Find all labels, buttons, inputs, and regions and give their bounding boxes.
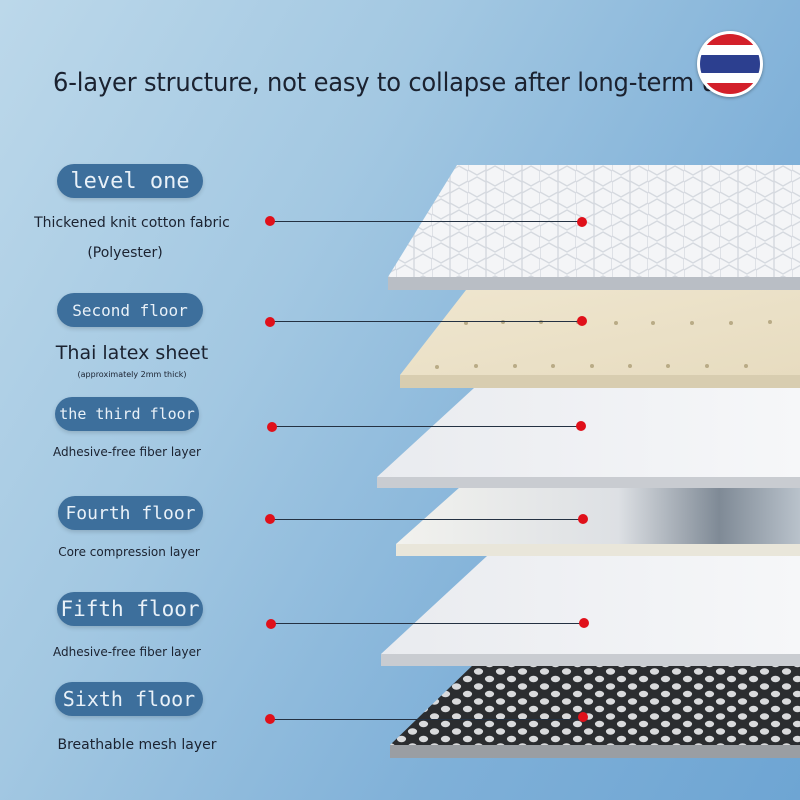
layer-4-dot-right [578,514,588,524]
layer-1-pill: level one [57,164,203,198]
layer-2-description: Thai latex sheet [55,342,209,364]
page-title: 6-layer structure, not easy to collapse … [53,68,744,98]
layer-1-connector-line [270,221,582,222]
layer-1-quilted-top [388,165,800,290]
layer-6-connector-line [270,719,582,720]
layer-3-connector-line [272,426,582,427]
layer-5-dot-right [579,618,589,628]
layer-2-dot-left [265,317,275,327]
layer-5-fiber [381,556,800,666]
layer-3-pill: the third floor [55,397,199,431]
layer-2-latex [400,290,800,388]
layer-3-description: Adhesive-free fiber layer [53,445,201,459]
layer-5-connector-line [271,623,583,624]
layer-1-dot-right [577,217,587,227]
layer-6-mesh [390,664,800,758]
layer-3-dot-right [576,421,586,431]
layer-2-connector-line [270,321,582,322]
layer-4-pill: Fourth floor [58,496,203,530]
layer-4-dot-left [265,514,275,524]
layer-2-label: Second floor [72,300,188,320]
layer-5-label: Fifth floor [60,597,200,621]
thailand-flag-icon [697,31,763,97]
layer-6-label: Sixth floor [62,687,196,711]
layer-2-pill: Second floor [57,293,203,327]
layer-1-description-2: (Polyester) [87,245,163,261]
layer-3-fiber [377,388,800,488]
layer-6-pill: Sixth floor [55,682,203,716]
layer-1-dot-left [265,216,275,226]
layer-4-label: Fourth floor [65,502,196,524]
layer-6-description: Breathable mesh layer [57,737,217,753]
layer-3-label: the third floor [59,405,195,423]
layer-4-description: Core compression layer [58,545,200,559]
layer-5-pill: Fifth floor [57,592,203,626]
layer-5-dot-left [266,619,276,629]
layer-5-description: Adhesive-free fiber layer [53,645,201,659]
layer-4-connector-line [270,519,582,520]
layer-2-note: (approximately 2mm thick) [77,370,187,379]
layer-4-core [396,487,800,556]
layer-3-dot-left [267,422,277,432]
layer-6-dot-left [265,714,275,724]
layer-6-dot-right [578,712,588,722]
layer-1-label: level one [70,168,190,194]
layer-1-description: Thickened knit cotton fabric [34,215,230,231]
layer-2-dot-right [577,316,587,326]
